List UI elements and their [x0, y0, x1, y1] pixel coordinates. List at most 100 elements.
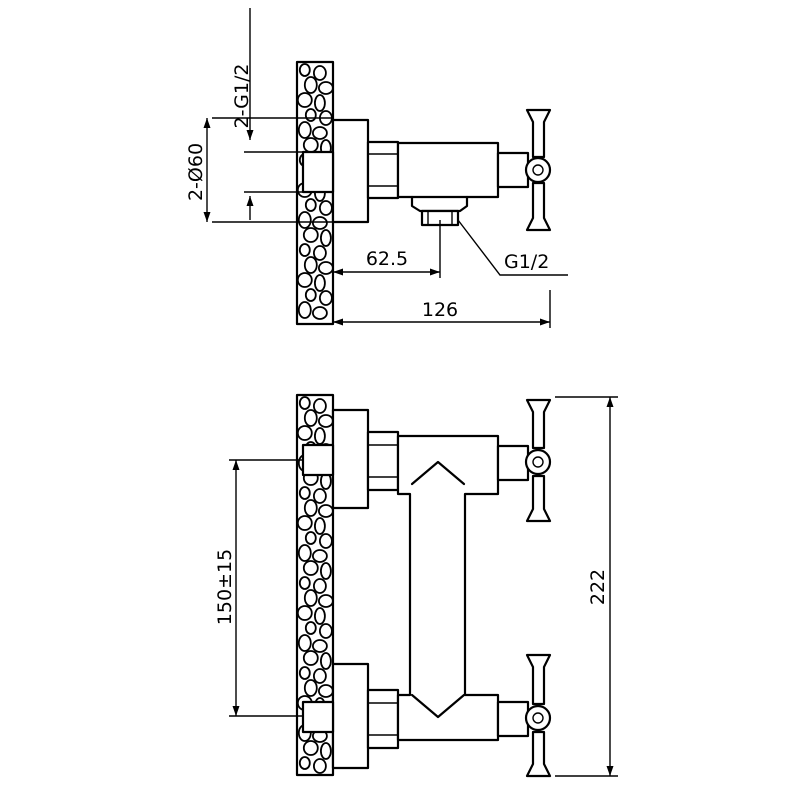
mixer-body	[396, 434, 500, 742]
cross-handle	[524, 108, 552, 232]
wall-stone	[296, 605, 313, 621]
wall-stone	[302, 227, 319, 243]
wall-stone	[312, 398, 327, 414]
wall-stone	[296, 92, 313, 108]
wall-stone	[311, 306, 328, 320]
wall-stone	[312, 488, 327, 504]
wall-stone	[298, 756, 311, 770]
wall-stone	[302, 137, 319, 153]
dim-outlet-thread: G1/2	[457, 219, 568, 276]
wall-stone	[303, 256, 318, 274]
top-view: 2-G1/2 2-Ø60 62.5 126 G1/2	[185, 8, 568, 328]
wall-flange-bottom	[331, 662, 370, 770]
wall-stone	[302, 560, 319, 576]
spindle-stem-top	[496, 444, 530, 482]
wall-stone	[304, 198, 317, 212]
wall-stone	[318, 290, 333, 306]
wall-stone	[302, 740, 319, 756]
dim-outlet-thread-label: G1/2	[504, 251, 549, 273]
wall-stone	[313, 517, 326, 535]
dim-total-depth: 126	[333, 290, 551, 328]
hex-nut	[366, 140, 400, 200]
wall-stone	[318, 533, 333, 549]
wall-stone	[312, 668, 327, 684]
wall-stone	[312, 65, 327, 81]
wall-stone	[304, 288, 317, 302]
dim-total-height: 222	[555, 396, 618, 777]
wall-stone	[304, 108, 317, 122]
wall-stone	[311, 216, 328, 230]
wall-flange	[331, 118, 370, 224]
wall-stone	[319, 229, 332, 247]
wall-stone	[312, 578, 327, 594]
wall-stone	[312, 758, 327, 774]
spindle-stem-bottom	[496, 700, 530, 738]
dim-outlet-offset: 62.5	[333, 220, 441, 278]
wall-stone	[304, 621, 317, 635]
wall-stone	[313, 94, 326, 112]
eccentric-connector	[301, 150, 335, 194]
dim-diameter-pair-label: 2-Ø60	[185, 143, 207, 201]
mixer-body-lower-chamfer	[410, 693, 466, 719]
cross-handle-bottom	[524, 653, 552, 778]
wall-stone	[296, 425, 313, 441]
wall-stone	[303, 76, 318, 94]
front-view: 150±15 222	[214, 393, 618, 778]
wall-stone	[318, 623, 333, 639]
wall-stone	[317, 414, 334, 428]
wall-stone	[298, 576, 311, 590]
wall-stone	[303, 409, 318, 427]
wall-stone	[304, 531, 317, 545]
wall-stone	[298, 63, 311, 77]
wall-stone	[311, 639, 328, 653]
wall-stone	[298, 396, 311, 410]
wall-stone	[313, 274, 326, 292]
hex-nut-top	[366, 430, 400, 492]
wall-stone	[303, 589, 318, 607]
wall-stone	[298, 666, 311, 680]
wall-stone	[303, 499, 318, 517]
dim-total-depth-label: 126	[422, 299, 458, 321]
dim-outlet-offset-label: 62.5	[366, 248, 408, 270]
wall-stone	[319, 652, 332, 670]
dim-diameter-pair: 2-Ø60	[185, 118, 333, 223]
wall-stone	[302, 650, 319, 666]
cross-handle-top	[524, 398, 552, 523]
wall-stone	[297, 544, 312, 562]
wall-stone	[319, 562, 332, 580]
wall-stone	[319, 742, 332, 760]
wall-stone	[298, 486, 311, 500]
wall-stone	[311, 126, 328, 140]
wall-stone	[317, 684, 334, 698]
wall-stone	[303, 679, 318, 697]
spindle-stem	[496, 151, 530, 189]
dim-thread-pair: 2-G1/2	[212, 8, 333, 220]
hex-nut-bottom	[366, 688, 400, 750]
dim-center-distance: 150±15	[214, 459, 303, 717]
wall-flange-top	[331, 408, 370, 510]
eccentric-connector-bottom	[301, 700, 335, 734]
wall-stone	[297, 121, 312, 139]
wall-stone	[297, 634, 312, 652]
wall-stone	[317, 81, 334, 95]
wall-stone	[318, 200, 333, 216]
eccentric-connector-top	[301, 443, 335, 477]
wall-outline	[295, 393, 335, 777]
wall-stone	[296, 272, 313, 288]
wall-stone	[317, 504, 334, 518]
wall-stone	[313, 607, 326, 625]
wall-stone	[297, 301, 312, 319]
wall-stone	[297, 211, 312, 229]
wall-stone	[296, 515, 313, 531]
valve-body	[396, 141, 500, 199]
wall-stone	[313, 427, 326, 445]
dim-thread-pair-label: 2-G1/2	[231, 64, 253, 129]
dim-center-distance-label: 150±15	[214, 549, 236, 625]
wall-stone	[312, 245, 327, 261]
dim-total-height-label: 222	[587, 569, 609, 605]
mixer-body-upper-chamfer	[410, 460, 466, 486]
outlet-neck	[410, 195, 469, 213]
wall-stone	[317, 594, 334, 608]
wall-stone	[317, 261, 334, 275]
